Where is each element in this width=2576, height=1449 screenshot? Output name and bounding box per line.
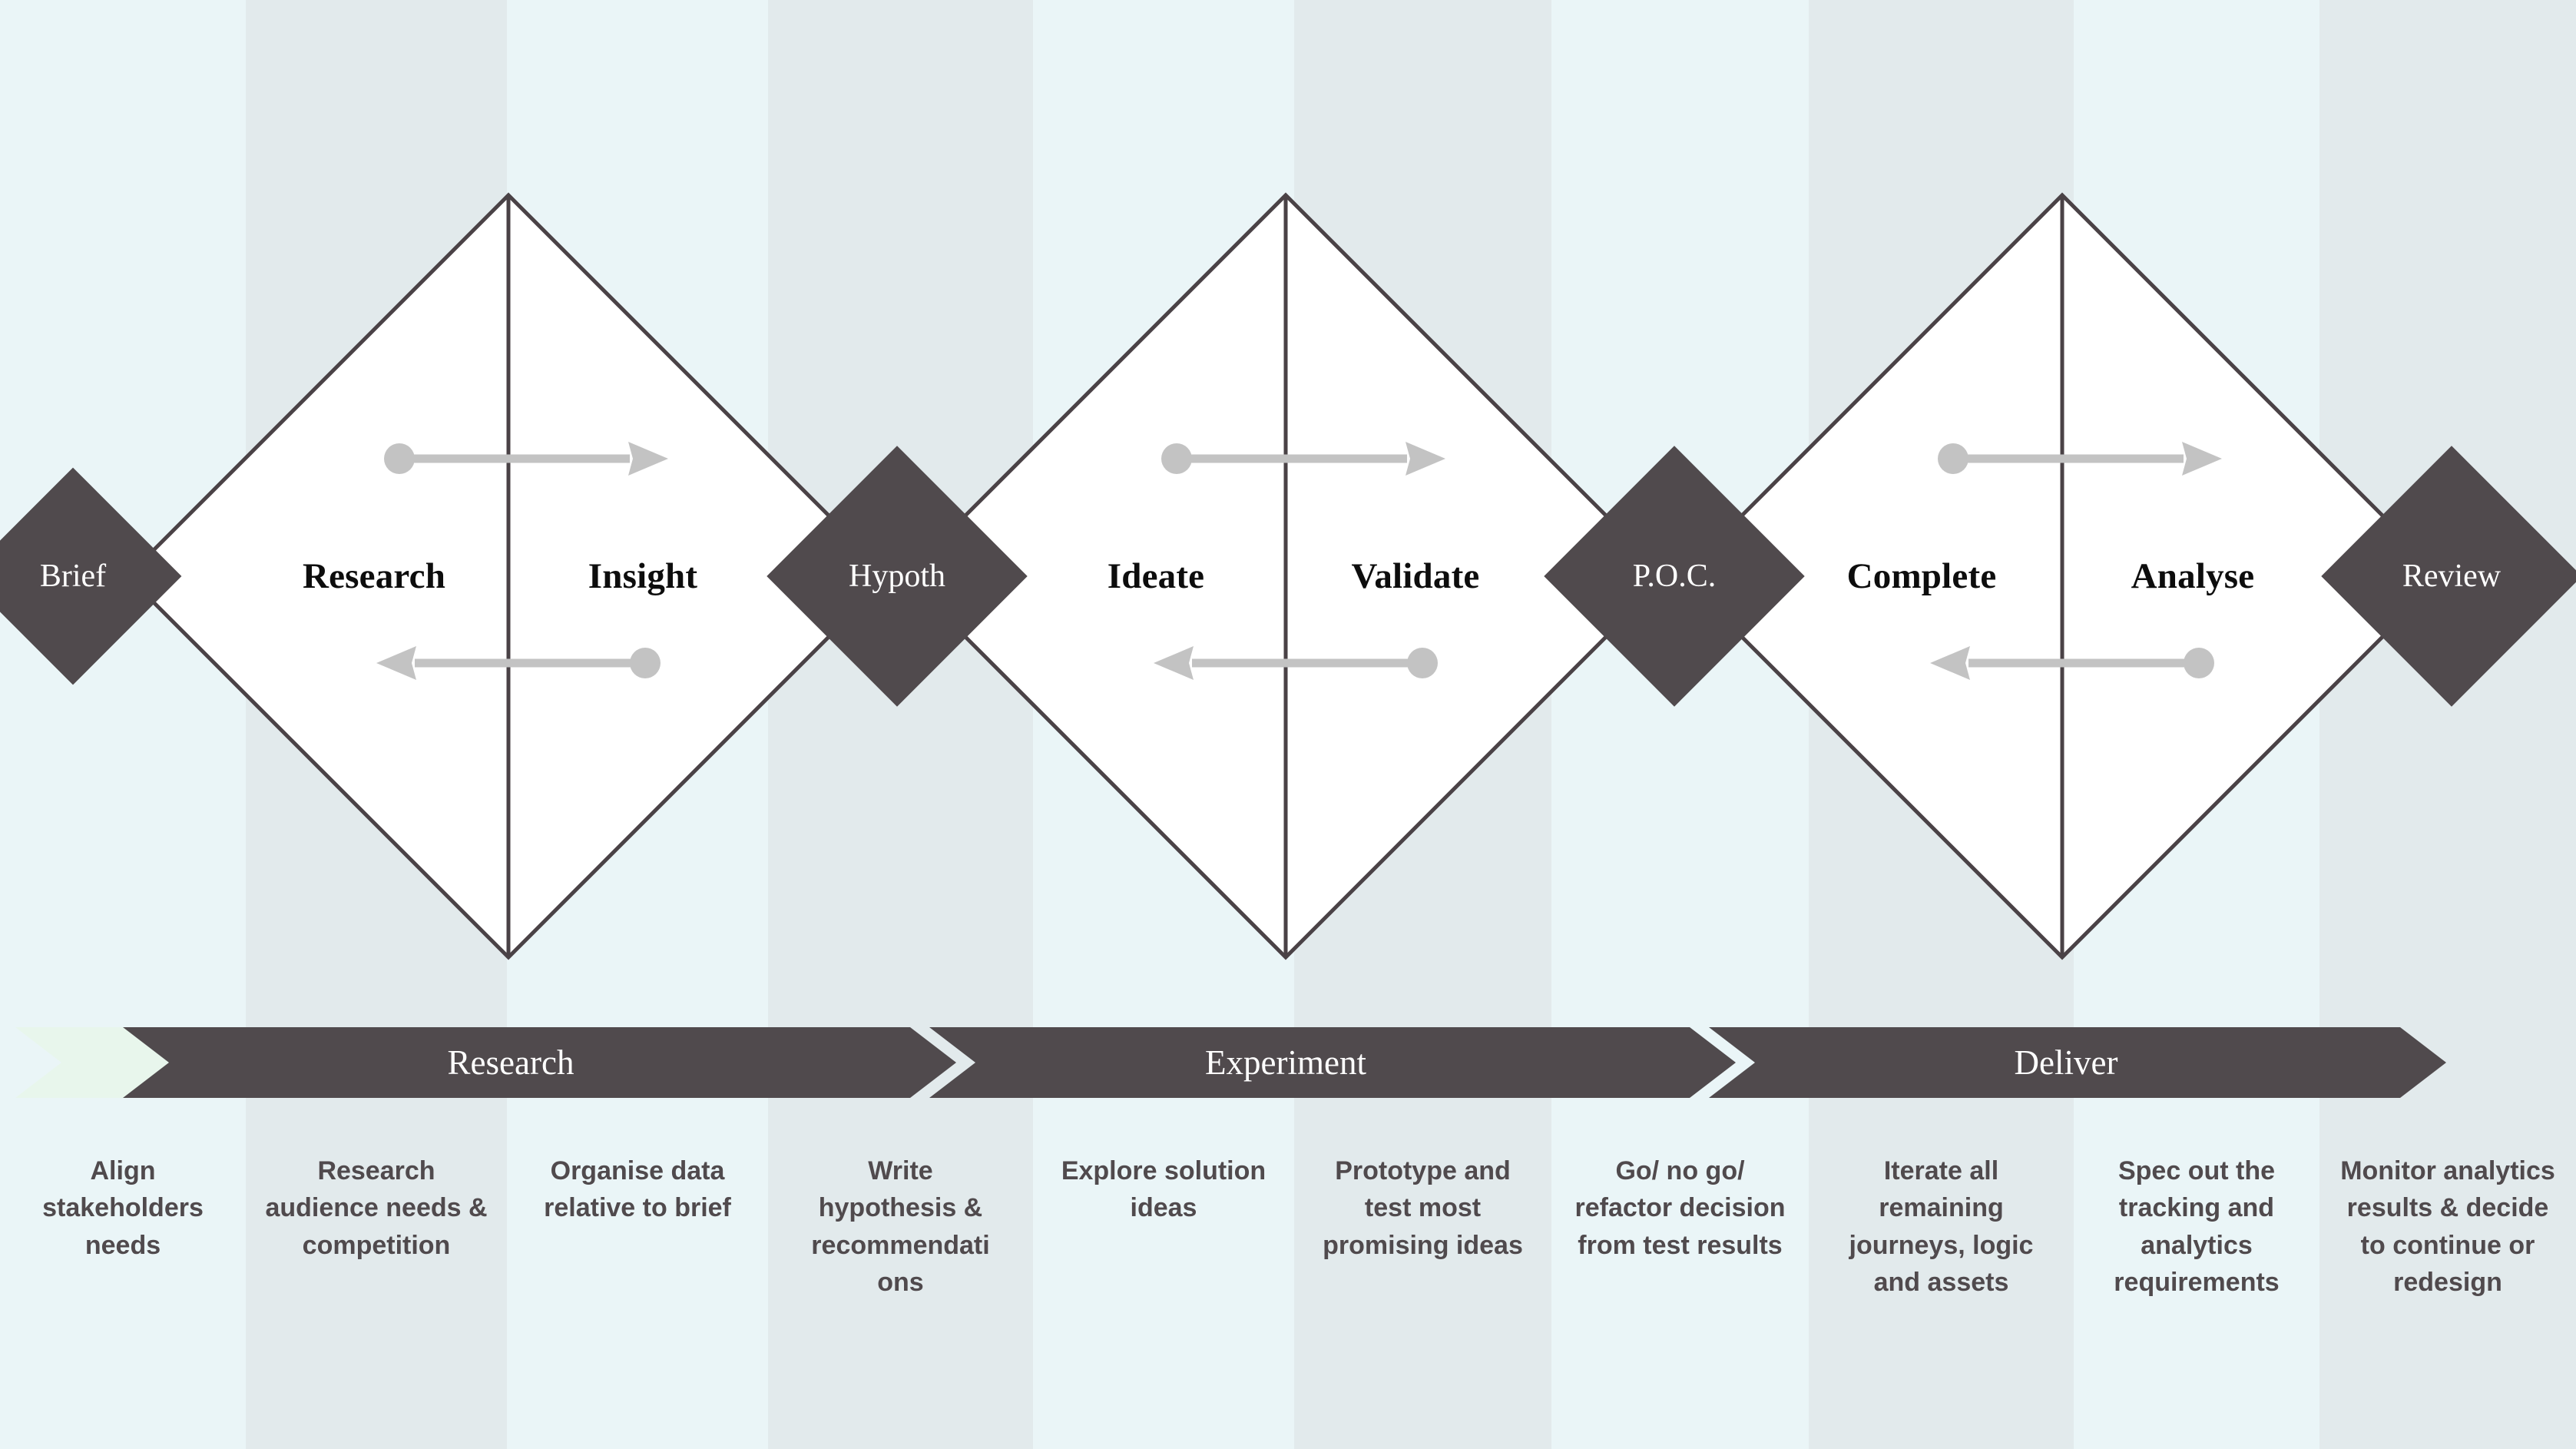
- banner-label-experiment: Experiment: [1205, 1043, 1366, 1082]
- gate-node-brief[interactable]: Brief: [0, 467, 182, 685]
- diamond-ideate-validate: [902, 192, 1670, 960]
- phase-label-research: Research: [302, 556, 446, 596]
- banner-segment-research: [123, 1027, 956, 1098]
- caption-text: Monitor analytics results & decide to co…: [2340, 1156, 2555, 1297]
- stripe-1: [0, 0, 246, 1449]
- stripe-4: [768, 0, 1033, 1449]
- phase-banner: Research Experiment Deliver: [0, 1027, 2576, 1098]
- caption-cell-organise-data: Organise data relative to brief: [507, 1152, 768, 1301]
- caption-text: Align stakeholders needs: [42, 1156, 204, 1260]
- caption-cell-write-hypothesis: Write hypothesis & recommendati ons: [768, 1152, 1033, 1301]
- gate-node-poc[interactable]: P.O.C.: [1544, 446, 1805, 707]
- caption-cell-go-no-go: Go/ no go/ refactor decision from test r…: [1551, 1152, 1809, 1301]
- banner-segment-deliver: [1709, 1027, 2446, 1098]
- phase-label-validate: Validate: [1351, 556, 1480, 596]
- caption-cell-align-stakeholders: Align stakeholders needs: [0, 1152, 246, 1301]
- diamond-research-insight: [124, 192, 892, 960]
- caption-cell-spec-tracking: Spec out the tracking and analytics requ…: [2074, 1152, 2319, 1301]
- stripe-10: [2319, 0, 2576, 1449]
- caption-cell-monitor-analytics: Monitor analytics results & decide to co…: [2319, 1152, 2576, 1301]
- caption-text: Research audience needs & competition: [265, 1156, 488, 1260]
- gate-node-hypoth[interactable]: Hypoth: [767, 446, 1028, 707]
- caption-text: Spec out the tracking and analytics requ…: [2114, 1156, 2280, 1297]
- gate-label-review: Review: [2402, 559, 2502, 594]
- caption-cell-explore-solutions: Explore solution ideas: [1033, 1152, 1294, 1301]
- gate-label-poc: P.O.C.: [1632, 559, 1717, 594]
- banner-leading-tint-fill: [15, 1027, 169, 1098]
- task-caption-row: Align stakeholders needs Research audien…: [0, 1152, 2576, 1301]
- phase-label-insight: Insight: [588, 556, 698, 596]
- stripe-7: [1551, 0, 1809, 1449]
- gate-node-review[interactable]: Review: [2321, 446, 2576, 707]
- caption-text: Go/ no go/ refactor decision from test r…: [1574, 1156, 1786, 1260]
- gate-label-brief: Brief: [39, 559, 107, 594]
- caption-cell-iterate-journeys: Iterate all remaining journeys, logic an…: [1809, 1152, 2074, 1301]
- caption-text: Iterate all remaining journeys, logic an…: [1849, 1156, 2034, 1297]
- phase-label-ideate: Ideate: [1107, 556, 1205, 596]
- caption-cell-prototype-test: Prototype and test most promising ideas: [1294, 1152, 1551, 1301]
- phase-label-analyse: Analyse: [2131, 556, 2255, 596]
- banner-label-research: Research: [447, 1043, 574, 1082]
- caption-text: Write hypothesis & recommendati ons: [811, 1156, 990, 1297]
- caption-text: Explore solution ideas: [1061, 1156, 1266, 1223]
- diamond-complete-analyse: [1678, 192, 2446, 960]
- gate-label-hypoth: Hypoth: [849, 559, 945, 594]
- phase-label-complete: Complete: [1846, 556, 1997, 596]
- banner-segment-experiment: [929, 1027, 1736, 1098]
- banner-label-deliver: Deliver: [2014, 1043, 2118, 1082]
- caption-text: Organise data relative to brief: [544, 1156, 731, 1223]
- caption-cell-research-audience: Research audience needs & competition: [246, 1152, 507, 1301]
- caption-text: Prototype and test most promising ideas: [1323, 1156, 1523, 1260]
